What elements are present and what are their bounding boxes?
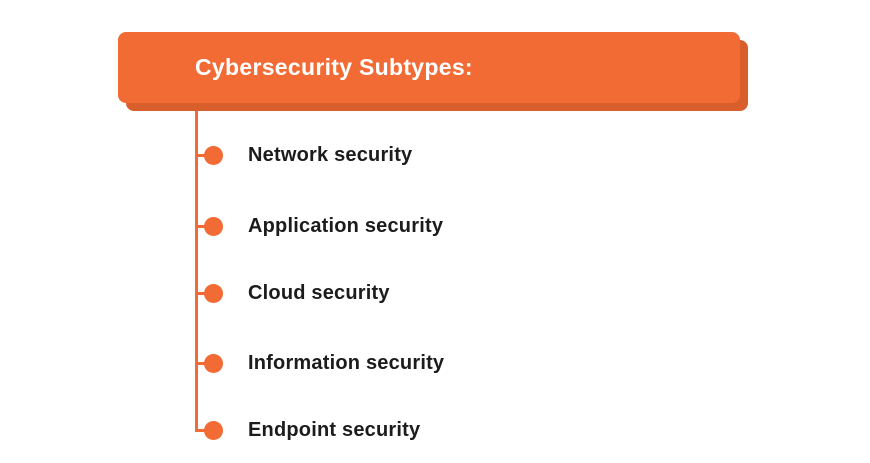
item-label: Application security bbox=[248, 214, 444, 237]
item-connector-line bbox=[196, 224, 205, 228]
tree-vertical-line bbox=[195, 98, 198, 432]
bullet-dot-icon bbox=[204, 145, 223, 165]
item-label: Endpoint security bbox=[248, 418, 421, 441]
item-connector-line bbox=[196, 153, 205, 157]
item-connector-line bbox=[196, 361, 205, 365]
item-connector-line bbox=[196, 291, 205, 295]
bullet-dot-icon bbox=[204, 283, 223, 303]
bullet-dot-icon bbox=[204, 353, 223, 373]
header-banner: Cybersecurity Subtypes: bbox=[118, 32, 740, 103]
item-label: Cloud security bbox=[248, 281, 390, 304]
list-item-information-security: Information security bbox=[196, 349, 444, 377]
item-label: Network security bbox=[248, 143, 413, 166]
list-item-application-security: Application security bbox=[196, 212, 443, 240]
bullet-dot-icon bbox=[204, 420, 223, 440]
list-item-endpoint-security: Endpoint security bbox=[196, 416, 420, 444]
item-label: Information security bbox=[248, 351, 445, 374]
list-item-network-security: Network security bbox=[196, 141, 412, 169]
list-item-cloud-security: Cloud security bbox=[196, 279, 390, 307]
page-title: Cybersecurity Subtypes: bbox=[195, 54, 473, 80]
item-connector-line bbox=[196, 428, 205, 432]
bullet-dot-icon bbox=[204, 216, 223, 236]
